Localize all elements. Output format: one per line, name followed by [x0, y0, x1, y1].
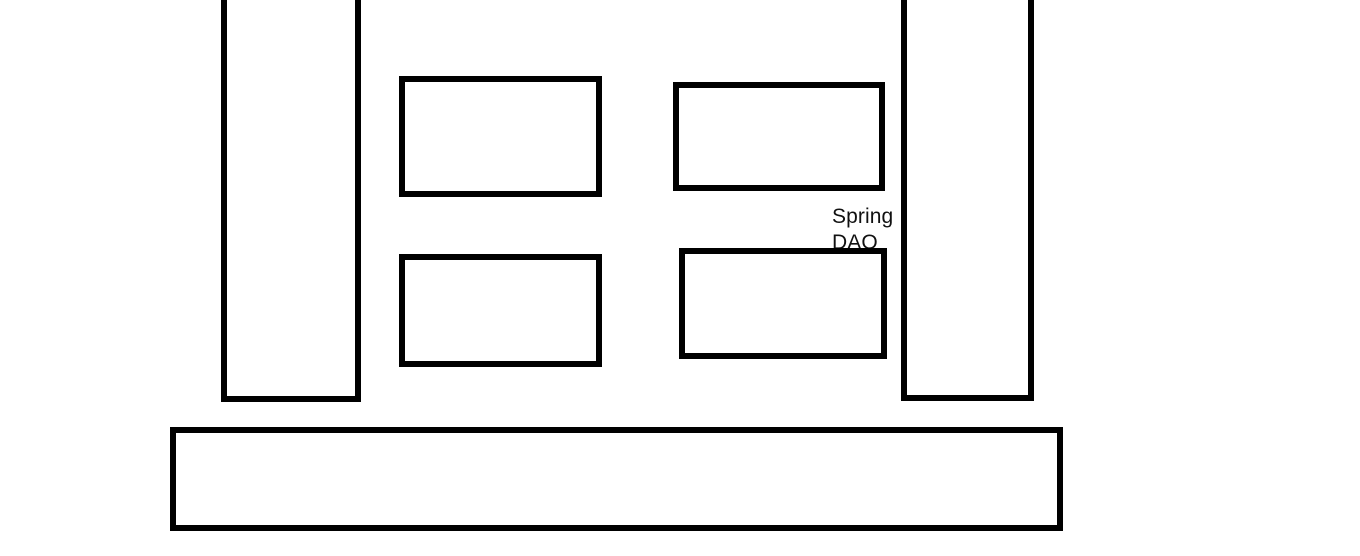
module-box-spring-aop[interactable]: Spring AOP [221, 0, 551, 402]
module-box-spring-dao[interactable]: Spring DAO [399, 76, 893, 254]
module-box-spring-core[interactable]: Spring Core [170, 427, 1063, 531]
module-box-spring-mvc[interactable]: Spring MVC [901, 0, 1034, 401]
module-box-spring-orm[interactable]: Spring ORM [399, 254, 602, 367]
module-box-spring-web[interactable]: Spring WEB [673, 82, 885, 191]
module-box-spring-context[interactable]: Spring Context [679, 248, 887, 359]
